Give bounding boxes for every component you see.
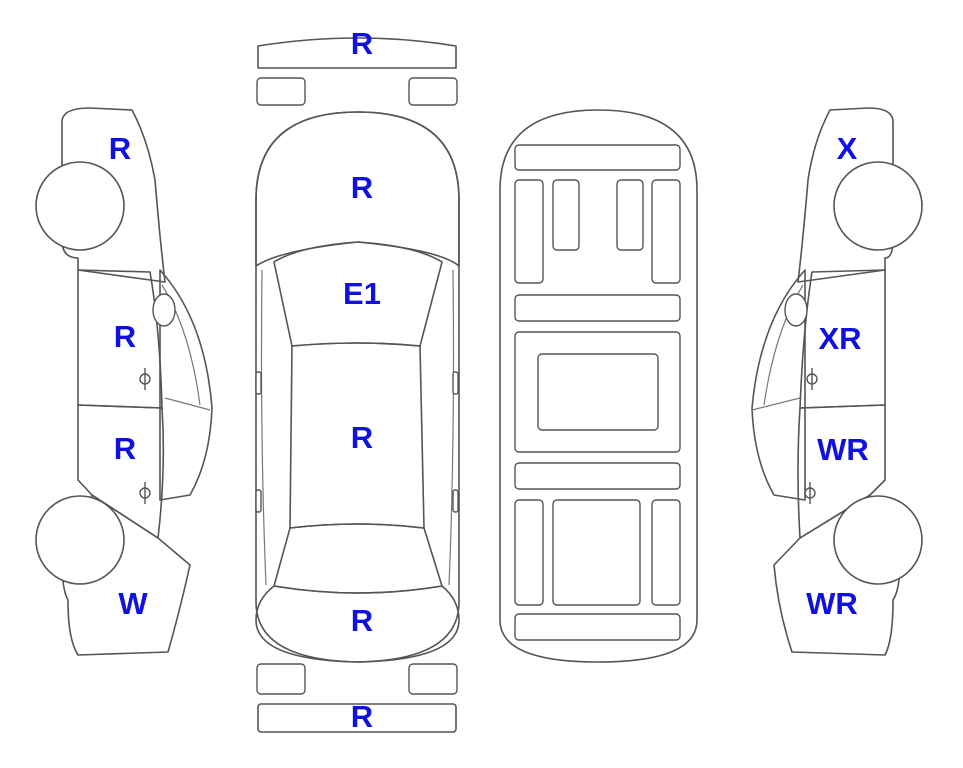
windshield-label: E1 xyxy=(343,276,381,311)
damage-labels: R R E1 R R R R R R W X XR WR WR xyxy=(109,26,869,734)
right-front-wheel xyxy=(833,161,923,251)
rear-left-light xyxy=(256,663,306,695)
right-rear-quarter-panel[interactable] xyxy=(773,494,901,656)
top-view xyxy=(255,37,460,733)
left-front-handle xyxy=(139,368,151,390)
roof-label: R xyxy=(351,420,373,455)
right-rear-handle xyxy=(452,489,459,513)
right-mirror xyxy=(452,371,459,395)
under-rear-bar xyxy=(514,462,681,490)
right-front-fender-panel[interactable] xyxy=(797,107,894,283)
front-bumper-panel[interactable] xyxy=(257,37,457,69)
left-cabin-outline xyxy=(159,269,213,501)
top-left-side-line xyxy=(260,269,267,586)
under-center-tank xyxy=(537,353,659,431)
under-rear-right-rail xyxy=(651,499,681,606)
left-mirror-side xyxy=(152,293,176,327)
left-side-view xyxy=(35,107,213,656)
front-bumper-label: R xyxy=(351,26,373,61)
under-rear-left-rail xyxy=(514,499,544,606)
under-tail-bar xyxy=(514,613,681,641)
right-mirror-side xyxy=(784,293,808,327)
top-right-side-line xyxy=(448,269,455,586)
trunk-panel[interactable] xyxy=(255,585,460,663)
left-front-fender-panel[interactable] xyxy=(61,107,166,283)
left-rear-quarter-label: W xyxy=(118,586,148,621)
under-front-left-rail xyxy=(514,179,544,284)
under-front-bar xyxy=(514,144,681,171)
rear-glass xyxy=(273,523,443,594)
rear-bumper-label: R xyxy=(351,699,373,734)
right-rear-quarter-label: WR xyxy=(806,586,858,621)
rear-right-light xyxy=(408,663,458,695)
left-mirror xyxy=(255,371,262,395)
left-rear-handle-side xyxy=(139,482,151,504)
under-mid-bar xyxy=(514,294,681,322)
under-front-left-box xyxy=(552,179,580,251)
right-rear-handle-side xyxy=(804,482,816,504)
right-front-fender-label: X xyxy=(837,131,858,166)
right-rear-door-label: WR xyxy=(817,432,869,467)
left-window-line xyxy=(164,397,211,411)
right-front-door-label: XR xyxy=(818,321,861,356)
right-rear-wheel xyxy=(833,495,923,585)
right-side-view xyxy=(751,107,923,656)
left-rear-wheel xyxy=(35,495,125,585)
right-window-line xyxy=(751,397,801,411)
front-right-light xyxy=(408,77,458,106)
front-left-light xyxy=(256,77,306,106)
left-rear-door-label: R xyxy=(114,431,136,466)
hood-label: R xyxy=(351,170,373,205)
right-front-handle xyxy=(806,368,818,390)
under-rear-center-box xyxy=(552,499,641,606)
right-cabin-outline xyxy=(751,269,806,501)
under-front-right-rail xyxy=(651,179,681,284)
under-front-right-box xyxy=(616,179,644,251)
left-front-door-label: R xyxy=(114,319,136,354)
underbody-view xyxy=(499,109,698,663)
trunk-label: R xyxy=(351,603,373,638)
left-front-wheel xyxy=(35,161,125,251)
underbody-outline xyxy=(499,109,698,663)
left-rear-handle xyxy=(255,489,262,513)
rear-bumper-panel[interactable] xyxy=(257,703,457,733)
left-front-fender-label: R xyxy=(109,131,131,166)
